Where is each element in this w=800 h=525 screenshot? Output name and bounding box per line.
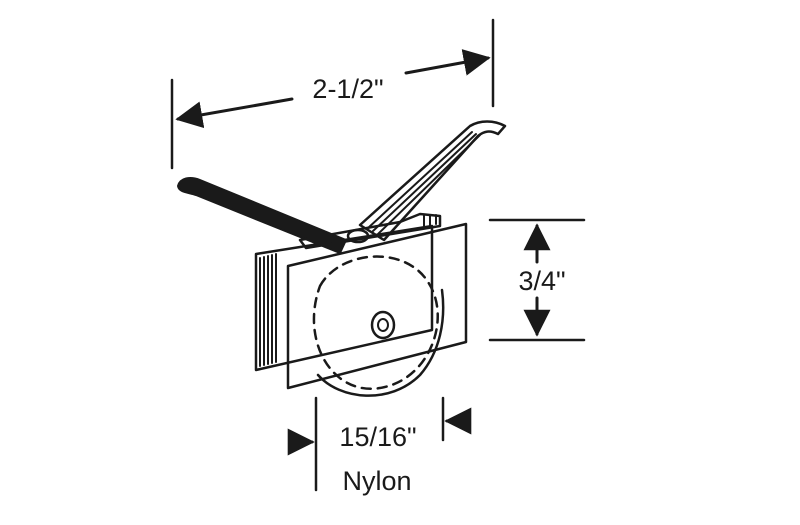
wheel-hidden-outline: [312, 255, 439, 391]
length-label: 2-1/2": [312, 74, 383, 104]
hinge-block: [298, 212, 442, 250]
lever-arm-right: [358, 120, 507, 242]
length-dimension: 2-1/2": [170, 18, 495, 170]
wheel-diameter-label: 15/16": [339, 422, 416, 452]
wheel-material-label: Nylon: [342, 466, 411, 496]
nylon-wheel: [312, 255, 445, 397]
wheel-dimension: 15/16" Nylon: [287, 396, 472, 496]
lever-arm-left: [176, 177, 348, 255]
length-arrow-right: [404, 49, 491, 76]
back-bracket-plate: [254, 224, 434, 372]
height-label: 3/4": [518, 266, 565, 296]
front-bracket-plate: [286, 222, 468, 390]
length-arrow-left: [175, 97, 294, 129]
height-dimension: 3/4": [488, 218, 586, 342]
rivet-icon: [346, 228, 370, 244]
axle-icon: [370, 310, 396, 340]
